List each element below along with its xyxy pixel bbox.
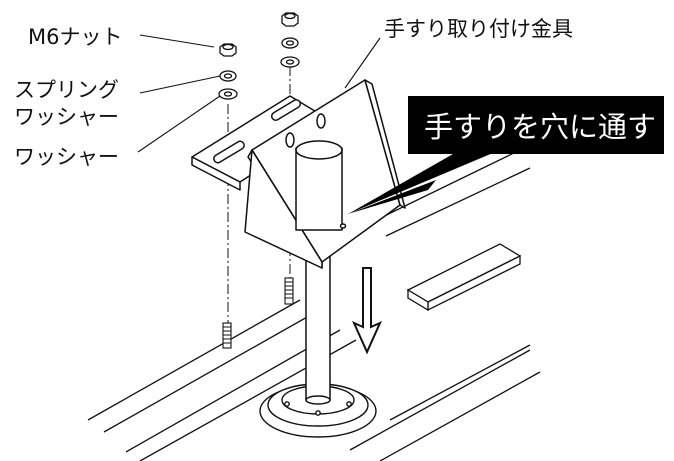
leader-lines [137,34,381,153]
floor-rails [87,149,541,461]
nut-left [219,43,237,57]
instruction-label: 手すりを穴に通す [424,110,656,144]
down-arrow [352,267,382,355]
bolt-right [284,277,294,305]
washer-bottom-left [218,88,238,100]
washer-bottom-right [280,56,300,68]
nut-right [281,12,299,27]
bracket-label: 手すり取り付け金具 [384,17,573,41]
washer-label: ワッシャー [14,145,119,169]
nut-label: M6ナット [28,25,122,49]
base-plate [259,383,377,438]
instruction-pointer [348,150,500,214]
bolt-left [222,322,232,349]
spring-washer-right [281,37,299,49]
floor-block [406,243,522,312]
instruction-banner: 手すりを穴に通す [408,96,664,154]
spring-washer-label-line2: ワッシャー [14,105,119,129]
spring-washer-label-line1: スプリング [14,78,119,102]
mounting-bracket [191,79,406,269]
spring-washer-left [219,70,237,82]
